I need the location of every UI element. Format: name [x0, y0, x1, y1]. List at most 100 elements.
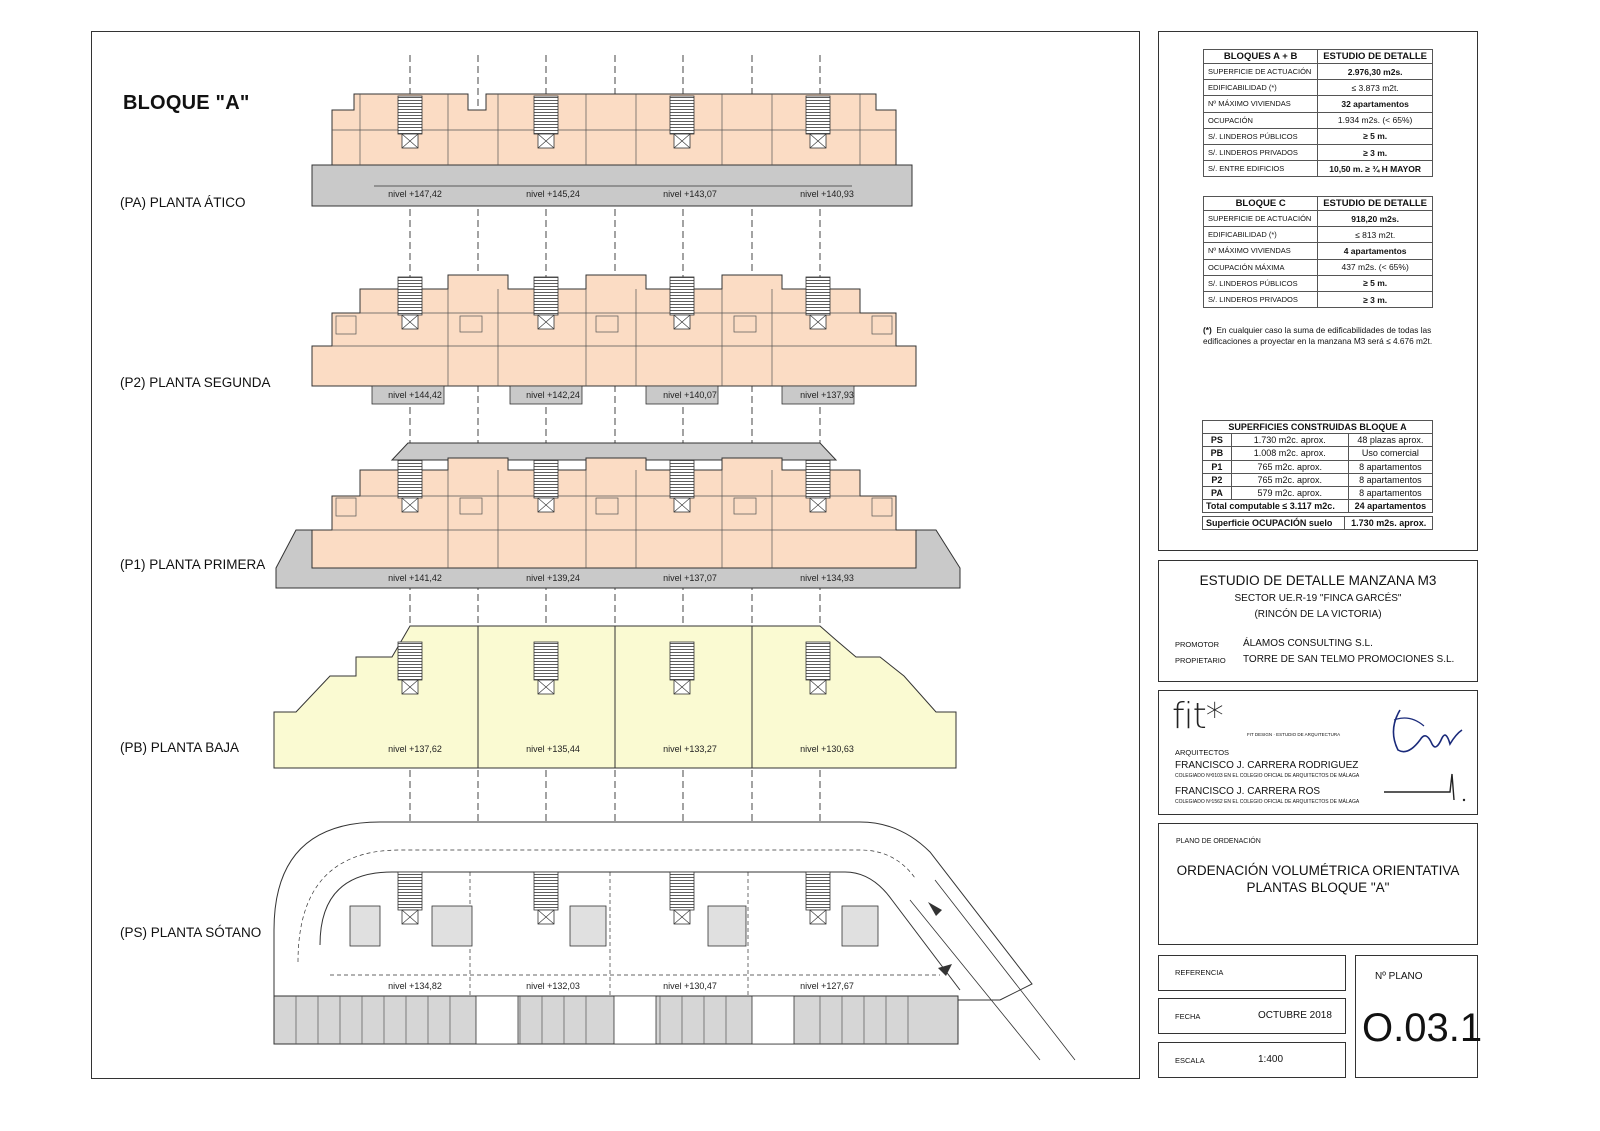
area: 765 m2c. aprox. — [1230, 459, 1349, 474]
header: ESTUDIO DE DETALLE — [1317, 49, 1433, 64]
drawing-frame — [91, 31, 1140, 1079]
value: 2.976,30 m2s. — [1317, 62, 1433, 81]
specs-frame — [1158, 31, 1478, 551]
plan-baja — [273, 625, 957, 769]
edificabilidad-note: (*) En cualquier caso la suma de edifica… — [1203, 325, 1443, 347]
level-label: nivel +137,93 — [800, 390, 854, 400]
label: EDIFICABILIDAD (*) — [1202, 226, 1319, 244]
stair-core — [533, 641, 559, 681]
value: 4 apartamentos — [1317, 242, 1433, 260]
value: 918,20 m2s. — [1317, 209, 1433, 228]
lift-cross — [537, 314, 555, 330]
value: ≤ 813 m2t. — [1317, 226, 1433, 244]
label: SUPERFICIE DE ACTUACIÓN — [1202, 62, 1319, 81]
level-label: nivel +140,93 — [800, 189, 854, 199]
stair-core — [533, 95, 559, 135]
escala-label: ESCALA — [1175, 1056, 1205, 1065]
floor-code: PB — [1202, 446, 1232, 461]
use: Uso comercial — [1347, 446, 1434, 461]
stair-core — [669, 459, 695, 499]
floor-code: PA — [1202, 485, 1232, 501]
header: BLOQUES A + B — [1202, 49, 1319, 64]
stair-core — [533, 459, 559, 499]
value: ≤ 3.873 m2t. — [1317, 79, 1433, 97]
level-label: nivel +134,82 — [388, 981, 442, 991]
stair-core — [805, 459, 831, 499]
project-frame — [1158, 560, 1478, 682]
area: 1.730 m2c. aprox. — [1230, 433, 1349, 448]
level-label: nivel +145,24 — [526, 189, 580, 199]
stair-core — [805, 871, 831, 911]
area: 1.008 m2c. aprox. — [1230, 446, 1349, 461]
referencia-label: REFERENCIA — [1175, 968, 1224, 977]
label: SUPERFICIE DE ACTUACIÓN — [1202, 209, 1319, 228]
level-label: nivel +144,42 — [388, 390, 442, 400]
stair-core — [397, 641, 423, 681]
stair-core — [397, 95, 423, 135]
lift-cross — [673, 497, 691, 513]
architect-2-colegiado: COLEGIADO Nº1562 EN EL COLEGIO OFICIAL D… — [1175, 799, 1360, 805]
plan-primera — [275, 442, 961, 589]
stair-core — [397, 871, 423, 911]
note-mark: (*) — [1203, 325, 1212, 335]
bloque-title: BLOQUE "A" — [123, 92, 250, 114]
nplano-box — [1355, 955, 1478, 1078]
propietario-label: PROPIETARIO — [1175, 656, 1226, 665]
total-label: Total computable ≤ 3.117 m2c. — [1202, 499, 1349, 514]
label: OCUPACIÓN MÁXIMA — [1202, 258, 1319, 276]
floor-label-pa: (PA) PLANTA ÁTICO — [120, 195, 246, 210]
stair-core — [397, 276, 423, 316]
propietario-value: TORRE DE SAN TELMO PROMOCIONES S.L. — [1243, 654, 1455, 665]
lift-cross — [673, 909, 691, 925]
header: ESTUDIO DE DETALLE — [1317, 196, 1433, 211]
label: S/. ENTRE EDIFICIOS — [1202, 160, 1319, 178]
plano-frame — [1158, 823, 1478, 945]
header: BLOQUE C — [1202, 196, 1319, 211]
value: 10,50 m. ≥ ¾ H MAYOR — [1317, 160, 1433, 178]
floor-code: PS — [1202, 433, 1232, 448]
plan-segunda — [311, 274, 917, 405]
stair-core — [805, 276, 831, 316]
promotor-value: ÁLAMOS CONSULTING S.L. — [1243, 638, 1373, 649]
value: ≥ 5 m. — [1317, 127, 1433, 145]
lift-cross — [673, 133, 691, 149]
lift-cross — [401, 133, 419, 149]
value: 32 apartamentos — [1317, 95, 1433, 113]
label: Nº MÁXIMO VIVIENDAS — [1202, 95, 1319, 113]
stair-core — [669, 276, 695, 316]
lift-cross — [401, 909, 419, 925]
architect-1-colegiado: COLEGIADO Nº0103 EN EL COLEGIO OFICIAL D… — [1175, 773, 1360, 779]
stair-core — [533, 871, 559, 911]
use: 48 plazas aprox. — [1347, 433, 1434, 448]
level-label: nivel +135,44 — [526, 744, 580, 754]
fit-logo: fit* — [1172, 696, 1224, 737]
label: S/. LINDEROS PRIVADOS — [1202, 143, 1319, 162]
promotor-label: PROMOTOR — [1175, 640, 1220, 649]
level-label: nivel +127,67 — [800, 981, 854, 991]
value: ≥ 5 m. — [1317, 274, 1433, 292]
level-label: nivel +139,24 — [526, 573, 580, 583]
lift-cross — [673, 314, 691, 330]
level-label: nivel +143,07 — [663, 189, 717, 199]
signature — [1384, 709, 1466, 802]
value: 437 m2s. (< 65%) — [1317, 258, 1433, 276]
stair-core — [397, 459, 423, 499]
plan-sotano — [273, 821, 1076, 1061]
stair-core — [669, 641, 695, 681]
stair-core — [533, 276, 559, 316]
lift-cross — [537, 497, 555, 513]
level-label: nivel +137,62 — [388, 744, 442, 754]
stair-core — [805, 95, 831, 135]
ocupacion-value: 1.730 m2s. aprox. — [1344, 515, 1433, 531]
value: ≥ 3 m. — [1317, 143, 1433, 162]
lift-cross — [809, 314, 827, 330]
use: 8 apartamentos — [1347, 485, 1434, 501]
value: ≥ 3 m. — [1317, 290, 1433, 309]
level-label: nivel +130,63 — [800, 744, 854, 754]
project-subtitle-1: SECTOR UE.R-19 "FINCA GARCÉS" — [1234, 593, 1402, 604]
architects-label: ARQUITECTOS — [1175, 748, 1230, 757]
lift-cross — [401, 314, 419, 330]
